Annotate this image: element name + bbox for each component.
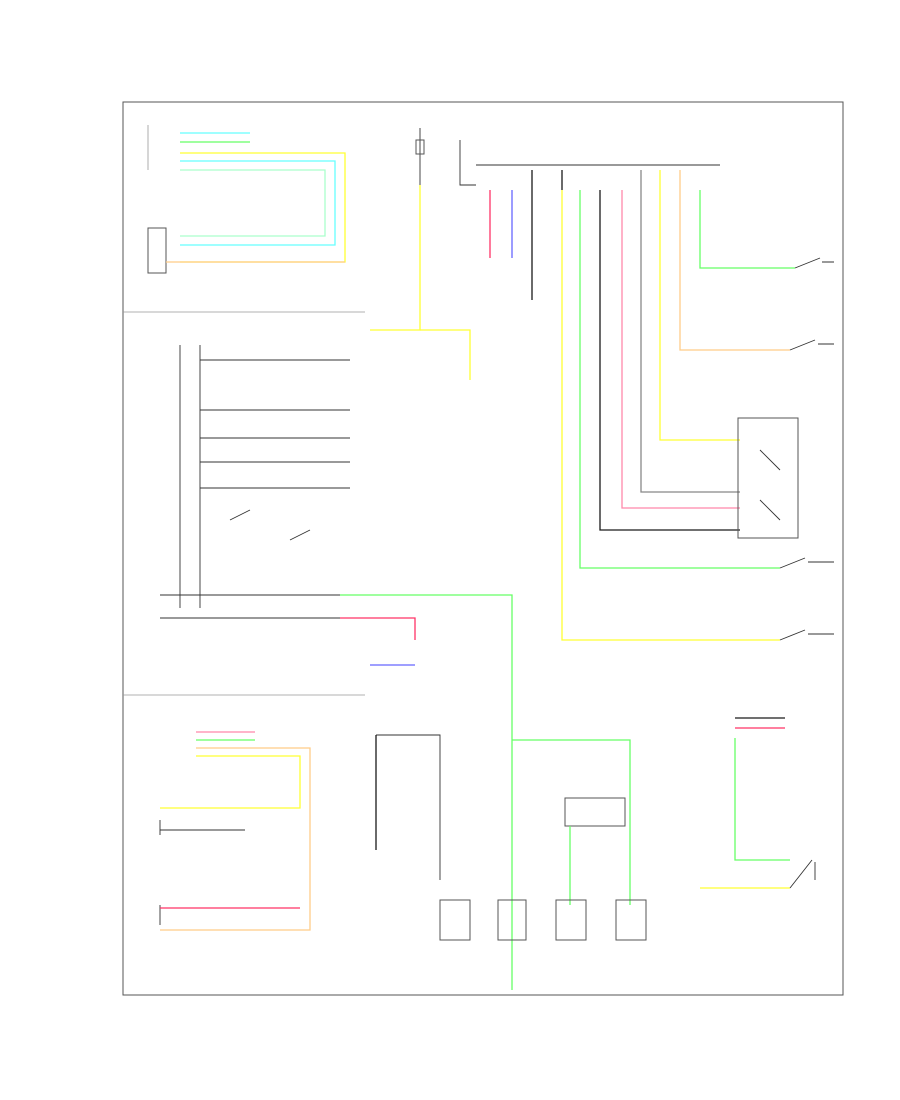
lower-left-section [123,694,365,931]
lower-right-components [700,717,816,889]
right-switches [737,257,834,641]
top-fuse-feed [370,128,720,380]
top-left-ecu-block [147,125,346,274]
main-switch-block [123,311,513,990]
lower-center-components [375,734,647,941]
top-vertical-wires [489,170,795,641]
diagram-border [122,101,844,996]
